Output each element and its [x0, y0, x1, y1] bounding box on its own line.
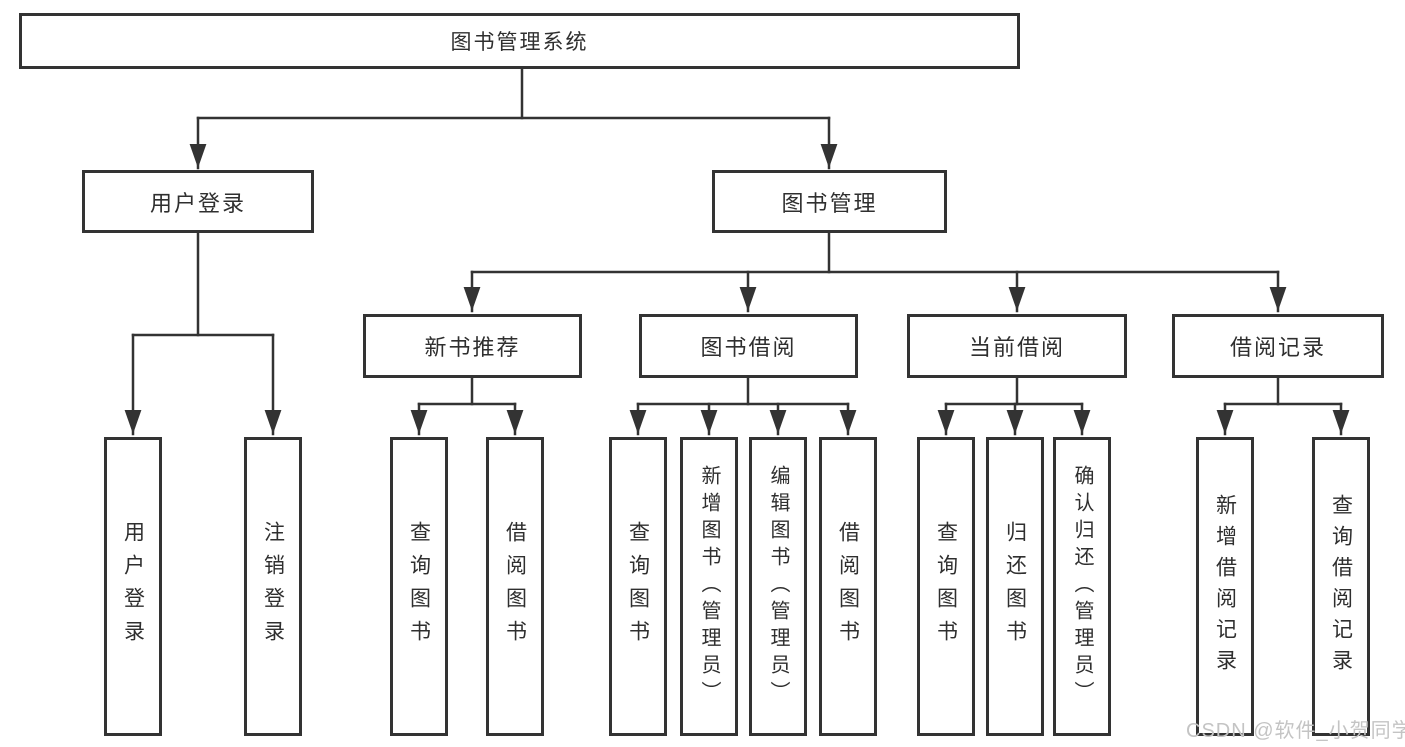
- node-leaf-borrow-book-1-label: 借阅图书: [503, 520, 527, 653]
- node-current-borrowing: 当前借阅: [907, 314, 1127, 378]
- node-leaf-borrow-book-1: 借阅图书: [486, 437, 544, 736]
- node-root-system: 图书管理系统: [19, 13, 1020, 69]
- node-leaf-confirm-return-admin-label: 确认归还（管理员）: [1071, 465, 1093, 708]
- node-new-book-recommend: 新书推荐: [363, 314, 582, 378]
- node-book-borrowing: 图书借阅: [639, 314, 858, 378]
- node-user-login-label: 用户登录: [149, 190, 246, 216]
- node-leaf-add-book-admin: 新增图书（管理员）: [680, 437, 738, 736]
- node-leaf-user-login: 用户登录: [104, 437, 162, 736]
- node-user-login: 用户登录: [82, 170, 314, 233]
- node-leaf-query-book-3: 查询图书: [917, 437, 975, 736]
- node-leaf-logout-label: 注销登录: [261, 520, 285, 653]
- node-borrowing-records-label: 借阅记录: [1229, 335, 1326, 360]
- node-new-book-recommend-label: 新书推荐: [424, 335, 521, 360]
- node-leaf-add-book-admin-label: 新增图书（管理员）: [698, 465, 720, 708]
- node-root-label: 图书管理系统: [450, 31, 589, 54]
- node-leaf-query-book-1: 查询图书: [390, 437, 448, 736]
- node-leaf-return-book-label: 归还图书: [1003, 520, 1027, 653]
- node-leaf-add-borrow-record: 新增借阅记录: [1196, 437, 1254, 736]
- node-leaf-query-book-2: 查询图书: [609, 437, 667, 736]
- node-leaf-add-borrow-record-label: 新增借阅记录: [1213, 493, 1237, 680]
- node-leaf-borrow-book-2: 借阅图书: [819, 437, 877, 736]
- node-leaf-confirm-return-admin: 确认归还（管理员）: [1053, 437, 1111, 736]
- node-leaf-query-book-3-label: 查询图书: [934, 520, 958, 653]
- node-leaf-query-borrow-record-label: 查询借阅记录: [1329, 493, 1353, 680]
- node-book-management: 图书管理: [712, 170, 947, 233]
- node-book-management-label: 图书管理: [781, 190, 878, 216]
- node-leaf-query-borrow-record: 查询借阅记录: [1312, 437, 1370, 736]
- node-leaf-borrow-book-2-label: 借阅图书: [836, 520, 860, 653]
- node-leaf-return-book: 归还图书: [986, 437, 1044, 736]
- node-book-borrowing-label: 图书借阅: [700, 335, 797, 360]
- node-leaf-edit-book-admin-label: 编辑图书（管理员）: [767, 465, 789, 708]
- csdn-watermark: CSDN @软件_小贺同学: [1186, 720, 1405, 742]
- node-current-borrowing-label: 当前借阅: [968, 335, 1065, 360]
- node-leaf-logout: 注销登录: [244, 437, 302, 736]
- node-leaf-query-book-1-label: 查询图书: [407, 520, 431, 653]
- node-leaf-edit-book-admin: 编辑图书（管理员）: [749, 437, 807, 736]
- node-borrowing-records: 借阅记录: [1172, 314, 1384, 378]
- node-leaf-query-book-2-label: 查询图书: [626, 520, 650, 653]
- node-leaf-user-login-label: 用户登录: [121, 520, 145, 653]
